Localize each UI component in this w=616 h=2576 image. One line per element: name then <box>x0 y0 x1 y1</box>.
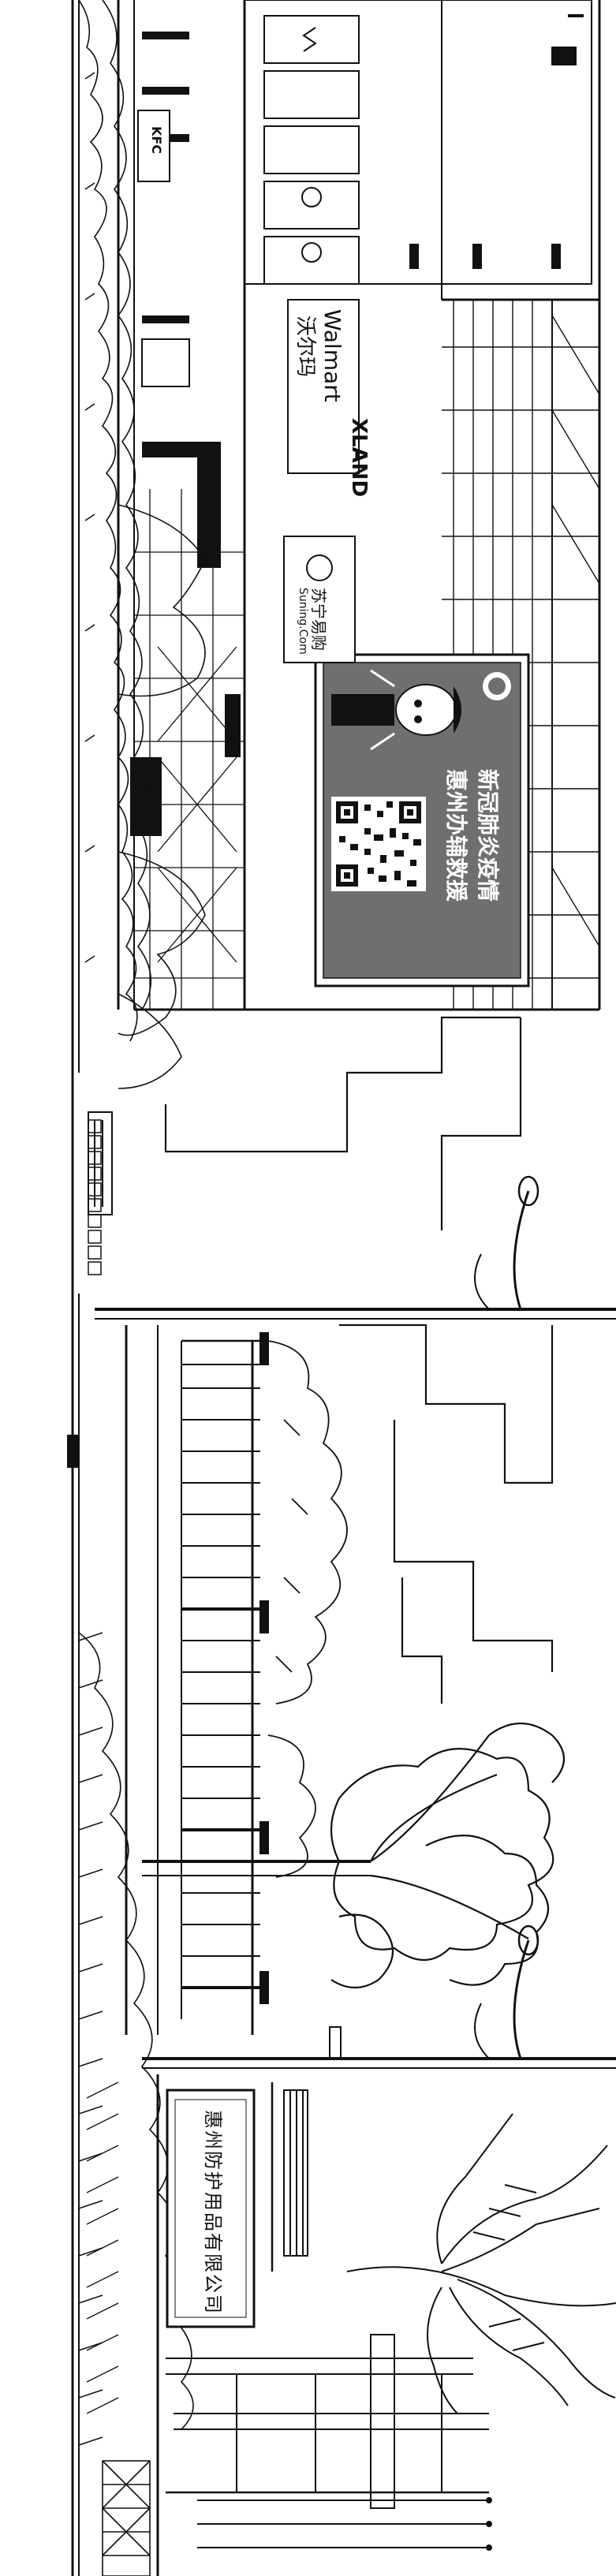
hedge-bottom <box>86 2081 119 2414</box>
walmart-sign-text: Walmart <box>319 309 345 402</box>
sign-glyphs <box>301 27 333 581</box>
billboard <box>314 653 530 987</box>
suning-sign-cn-text: 苏宁易购 <box>309 588 328 651</box>
streetlamp-2 <box>142 1925 616 2069</box>
suning-sign <box>283 536 356 663</box>
company-sign-text: 惠州防护用品有限公司 <box>202 2110 224 2315</box>
mcdonalds-arches-icon <box>302 27 317 52</box>
store-sign-5 <box>263 236 360 285</box>
round-logo-icon <box>301 242 322 263</box>
mall-building <box>117 0 601 1011</box>
tree <box>142 1722 565 1988</box>
billboard-headline: 新冠肺炎疫情 <box>475 769 501 902</box>
xland-sign-text: XLAND <box>347 418 371 498</box>
company-sign-board <box>166 2089 256 2328</box>
bushes-middle <box>267 1340 348 1878</box>
kfc-storefront-text: KFC <box>149 126 164 155</box>
mascot-figure <box>331 669 461 751</box>
walmart-sign <box>287 299 360 474</box>
shop-sign-small <box>141 338 190 387</box>
storefront-grid <box>134 489 245 1010</box>
mcdonalds-sign <box>263 15 360 64</box>
company-building <box>156 2074 492 2576</box>
background-building-2 <box>339 1323 554 1704</box>
background-building-1 <box>164 1016 522 1230</box>
suning-sign-en-text: Suning.Com <box>297 588 309 655</box>
storefront-doors <box>130 32 241 836</box>
mall-sign-boxes <box>137 15 360 663</box>
qr-code <box>331 797 426 891</box>
billboard-subtitle: 惠州办辅救援 <box>443 769 469 902</box>
smile-logo-icon <box>301 187 322 207</box>
hedge-top <box>78 0 206 1089</box>
palm-tree <box>346 2113 616 2414</box>
store-sign-3 <box>263 125 360 174</box>
fence-and-gate <box>125 1325 269 2035</box>
streetlamp-1 <box>95 1175 616 1320</box>
kfc-storefront <box>137 110 170 182</box>
curb-line <box>71 0 80 2576</box>
road-markings <box>67 1111 113 1468</box>
bottom-fence <box>102 2460 151 2576</box>
walmart-sign-cn-text: 沃尔玛 <box>293 315 317 378</box>
store-sign-4 <box>263 181 360 230</box>
curb-blocks <box>88 1119 102 1275</box>
store-sign-2 <box>263 70 360 119</box>
suning-logo-icon <box>306 554 333 581</box>
